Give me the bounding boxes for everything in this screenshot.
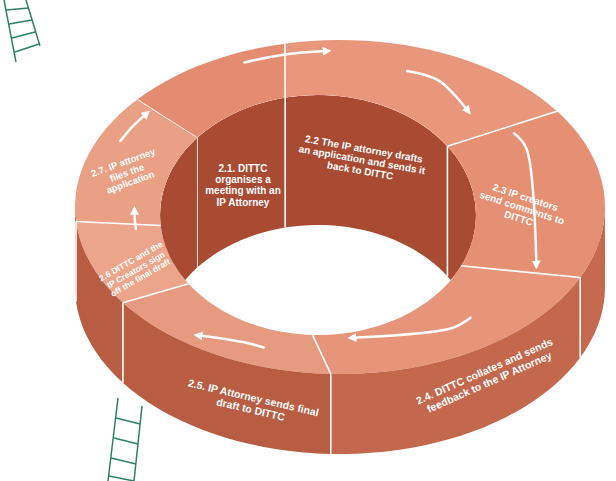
film-strip-rail [4, 0, 40, 62]
segment-divider [330, 374, 332, 454]
ring-segment: 2.4. DITTC collates and sends feedback t… [312, 265, 587, 454]
ring-segment: 2.5. IP Attorney sends final draft to DI… [122, 283, 352, 454]
film-strip-rail [108, 398, 142, 481]
film-strip [108, 398, 142, 481]
outer-wall [331, 278, 580, 454]
segment-divider [447, 146, 449, 276]
segment-divider [76, 222, 161, 226]
segment-divider [75, 222, 77, 302]
outer-wall [123, 303, 331, 454]
segment-top [75, 100, 197, 226]
segment-top [447, 111, 605, 277]
segment-divider [312, 335, 330, 374]
segment-divider [579, 278, 581, 358]
film-strip [4, 0, 40, 62]
segment-shape [122, 283, 352, 454]
outer-wall [76, 222, 123, 383]
ring-segment: 2.7. IP attorney files the application [63, 99, 197, 345]
segment-divider [122, 303, 124, 383]
step-text: 2.1. DITTC organises a meeting with an I… [202, 163, 284, 208]
segment-divider [447, 111, 557, 146]
outer-wall [580, 207, 605, 358]
segment-shape [63, 99, 197, 345]
segment-divider [284, 44, 286, 98]
film-strip-rung [109, 418, 140, 481]
segment-divider [284, 98, 286, 228]
outer-wall [75, 207, 76, 302]
film-strip-rung [6, 8, 39, 52]
segment-divider [461, 266, 580, 278]
